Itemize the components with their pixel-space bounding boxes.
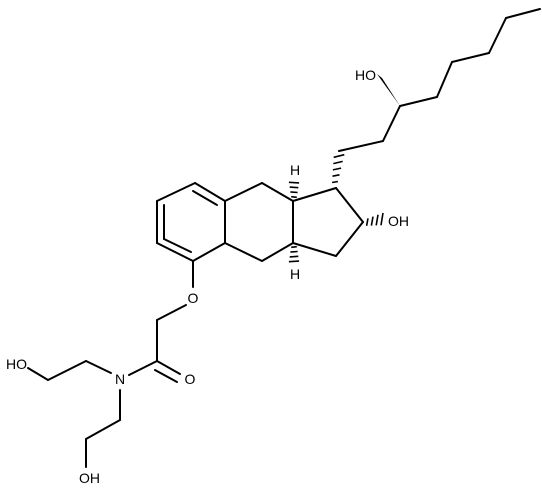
- oh-label-arm-lower: OH: [79, 470, 100, 486]
- bond: [128, 360, 158, 376]
- h-atom-label-top: H: [290, 162, 300, 178]
- double-bond-inner: [163, 238, 192, 253]
- bond: [194, 182, 226, 202]
- bond: [156, 242, 194, 262]
- label-bg: [288, 266, 302, 282]
- label-bg: [288, 162, 302, 178]
- bond: [47, 360, 87, 381]
- hash-line: [289, 255, 299, 258]
- bond: [192, 242, 226, 262]
- bond: [224, 182, 263, 202]
- bond: [488, 17, 507, 54]
- hash-line: [290, 191, 298, 194]
- bond: [399, 96, 438, 107]
- ring-hydroxyl: OH: [365, 212, 409, 229]
- hydroxyethyl-arm-lower: OH: [79, 389, 121, 486]
- hash-line: [331, 180, 339, 184]
- bond: [436, 61, 453, 98]
- hash-line: [290, 250, 298, 253]
- hash-line: [332, 174, 340, 177]
- hydroxyethyl-arm-upper: HO: [6, 356, 112, 381]
- amide-nitrogen-label: N: [115, 371, 125, 387]
- ether-oxygen-label: O: [188, 290, 199, 306]
- hash-line: [370, 216, 374, 226]
- hash-line: [291, 195, 297, 199]
- double-bond-inner: [154, 369, 178, 383]
- bond: [224, 242, 263, 262]
- hash-line: [289, 186, 299, 189]
- bond: [261, 242, 294, 262]
- bond: [338, 140, 384, 152]
- hash-line: [333, 160, 343, 165]
- benzene-ring: [156, 182, 226, 262]
- bond: [156, 304, 187, 321]
- bond: [292, 242, 337, 257]
- bond: [335, 187, 364, 223]
- bond: [505, 8, 541, 19]
- double-bond-inner: [192, 190, 218, 206]
- hash-line: [291, 245, 297, 249]
- bond: [335, 221, 364, 257]
- bond: [85, 419, 121, 440]
- side-chain: HO: [331, 8, 541, 184]
- stereo-h-bottom: H: [288, 245, 302, 282]
- hash-line: [332, 167, 342, 171]
- hash-line: [375, 214, 379, 226]
- stereo-h-top: H: [288, 162, 302, 199]
- carbonyl-oxygen-label: O: [185, 371, 196, 387]
- cyclohexane-ring: [224, 182, 294, 262]
- cyclopentane-ring: [292, 187, 364, 257]
- hash-line: [380, 212, 384, 226]
- oh-label-ring: OH: [388, 213, 409, 229]
- bond: [382, 105, 401, 142]
- hash-line: [288, 260, 300, 263]
- bond: [85, 360, 112, 374]
- bond: [292, 187, 337, 202]
- bond: [451, 52, 490, 63]
- bond: [27, 367, 49, 381]
- wedge-bond: [377, 74, 400, 106]
- ether-amide-chain: O O N: [115, 260, 199, 387]
- bond: [156, 182, 196, 202]
- hash-line: [333, 153, 345, 159]
- hash-line: [288, 181, 300, 184]
- h-atom-label-bottom: H: [290, 266, 300, 282]
- hash-line: [365, 218, 369, 226]
- oh-label-side-chain: HO: [355, 67, 376, 83]
- oh-label-arm-upper: HO: [6, 356, 27, 372]
- bond: [156, 360, 181, 375]
- bond: [261, 182, 294, 202]
